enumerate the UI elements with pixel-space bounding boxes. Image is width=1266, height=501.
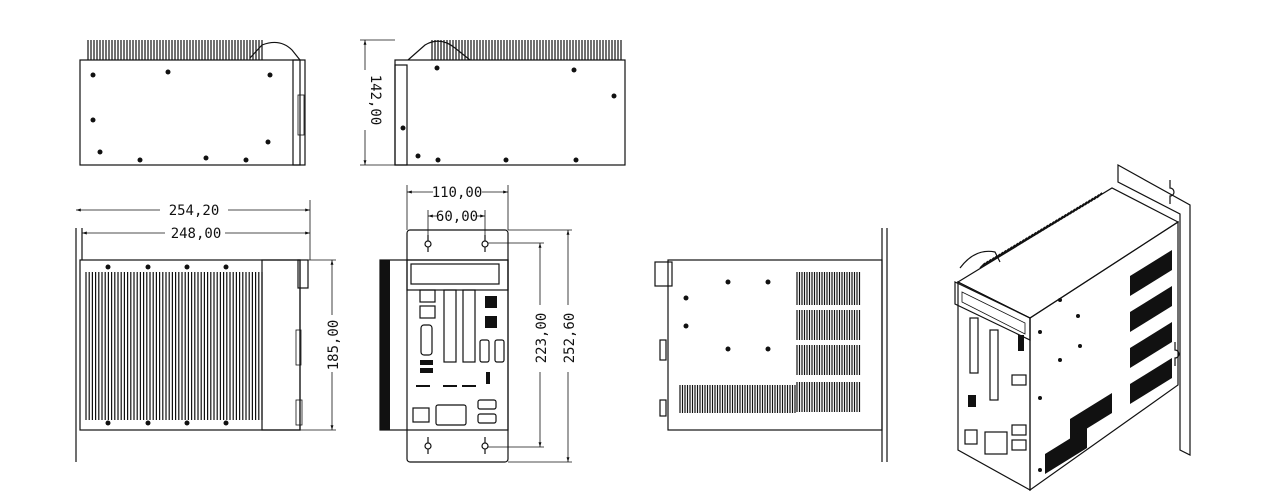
chassis-outline <box>79 59 301 166</box>
fin <box>1096 192 1103 199</box>
screw-holes <box>90 69 273 163</box>
fin <box>1036 228 1043 235</box>
fin <box>1048 221 1055 228</box>
fin <box>1060 213 1067 220</box>
side-bracket <box>394 64 408 166</box>
fin <box>1057 215 1064 222</box>
power-connector <box>435 404 467 426</box>
fin <box>997 251 1004 258</box>
mounting-bracket <box>406 229 509 463</box>
power-switch <box>412 407 430 423</box>
fin <box>1030 231 1037 238</box>
vent-block <box>1130 250 1172 296</box>
fin <box>1087 197 1094 204</box>
side-bracket <box>292 59 306 166</box>
fin <box>1042 224 1049 231</box>
fin <box>985 258 992 265</box>
com-port <box>494 339 505 363</box>
top-view-left <box>79 40 306 166</box>
fin <box>1018 239 1025 246</box>
fin <box>991 255 998 262</box>
heatsink-fins-side <box>431 40 622 60</box>
com-port <box>479 339 490 363</box>
fin <box>1090 195 1097 202</box>
fin <box>1024 235 1031 242</box>
fin <box>1084 199 1091 206</box>
fin <box>1012 242 1019 249</box>
fin <box>1003 248 1010 255</box>
dimension-185: 185,00 <box>326 320 342 371</box>
fin <box>1009 244 1016 251</box>
screw-holes <box>105 264 229 426</box>
heatsink-fins-front <box>85 272 263 420</box>
mounting-holes <box>424 235 489 454</box>
dimension-223: 223,00 <box>534 313 550 364</box>
top-view-right: 142,00 <box>360 39 626 166</box>
vent-grilles <box>679 272 861 413</box>
fin <box>1078 203 1085 210</box>
fin <box>1063 212 1070 219</box>
fin <box>1006 246 1013 253</box>
fin <box>1054 217 1061 224</box>
dimension-248: 248,00 <box>171 226 222 242</box>
expansion-slot <box>443 289 457 363</box>
vent-block <box>1130 358 1172 404</box>
front-view-io-panel: 110,00 60,00 223,00 252,60 <box>379 185 578 463</box>
fin <box>1066 210 1073 217</box>
fin <box>1081 201 1088 208</box>
vent-block <box>1045 428 1087 474</box>
lan-port <box>419 305 436 319</box>
dimension-110: 110,00 <box>432 185 483 201</box>
heatsink-fins-top <box>87 40 263 60</box>
fin <box>1015 240 1022 247</box>
fin <box>982 260 989 267</box>
fin <box>1033 230 1040 237</box>
vent-block <box>1130 322 1172 368</box>
fin <box>1039 226 1046 233</box>
chassis-outline <box>394 59 626 166</box>
fin <box>1000 249 1007 256</box>
rear-view <box>654 228 888 462</box>
fin <box>979 262 986 269</box>
dimension-252-60: 252,60 <box>562 313 578 364</box>
side-face <box>1029 220 1179 492</box>
fin <box>1075 204 1082 211</box>
lan-port <box>419 289 436 303</box>
vent-grilles-iso <box>1045 250 1172 474</box>
isometric-view <box>954 163 1191 492</box>
fin <box>1072 206 1079 213</box>
heatsink-fins-iso <box>979 192 1103 269</box>
dimension-60: 60,00 <box>436 209 478 225</box>
vent-block <box>1130 286 1172 332</box>
fin <box>1051 219 1058 226</box>
chassis-outline <box>79 259 301 431</box>
fin <box>1045 222 1052 229</box>
fin <box>1069 208 1076 215</box>
fin <box>1027 233 1034 240</box>
dimension-254-20: 254,20 <box>169 203 220 219</box>
fin <box>1093 194 1100 201</box>
expansion-slot <box>462 289 476 363</box>
fin <box>988 257 995 264</box>
fin <box>1021 237 1028 244</box>
vent-block <box>1070 393 1112 439</box>
vga-port <box>420 324 433 356</box>
screw-holes <box>683 279 771 352</box>
rear-bracket <box>1117 163 1191 456</box>
dimension-142: 142,00 <box>367 75 383 126</box>
front-view-fins: 254,20 248,00 185,00 <box>75 200 342 462</box>
